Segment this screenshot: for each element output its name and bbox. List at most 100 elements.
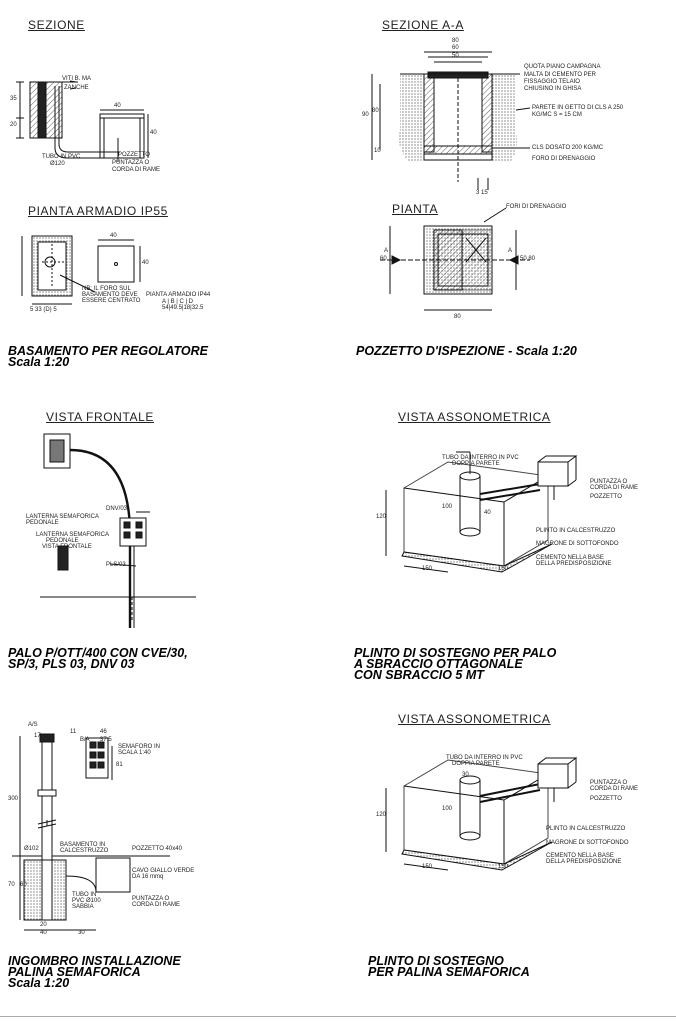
dim-100: 100 <box>442 504 453 510</box>
label-foro: FORO DI DRENAGGIO <box>532 156 596 162</box>
label-armadio-ip44: PIANTA ARMADIO IP44 <box>146 292 211 298</box>
dim-3-15: 3 15 <box>476 190 488 196</box>
label-puntazza-1: PUNTAZZA O <box>132 896 170 902</box>
caption-plinto-palo: PLINTO DI SOSTEGNO PER PALO A SBRACCIO O… <box>354 646 557 682</box>
dim-30: 30 <box>78 930 85 936</box>
dim-150-a: 150 <box>422 864 433 870</box>
label-lanterna-vf-2: PEDONALE <box>46 538 79 544</box>
label-puntazza-2: CORDA DI RAME <box>132 902 181 908</box>
label-magrone: MAGRONE DI SOTTOFONDO <box>536 541 619 547</box>
palina-drawing <box>12 734 170 930</box>
dim-81: 81 <box>116 762 123 768</box>
label-puntazza: PUNTAZZA O <box>590 479 628 485</box>
dim-40-side: 40 <box>150 130 157 136</box>
label-nb-1: NB: IL FORO SUL <box>82 286 131 292</box>
dim-35: 35 <box>10 96 17 102</box>
label-cavo-1: CAVO GIALLO VERDE <box>132 868 195 874</box>
label-plinto-cls: PLINTO IN CALCESTRUZZO <box>536 528 616 534</box>
label-as: A/S <box>28 722 38 728</box>
label-fori: FORI DI DRENAGGIO <box>506 204 567 210</box>
label-cls: CLS DOSATO 200 KG/MC <box>532 145 604 151</box>
dim-100: 100 <box>442 806 453 812</box>
label-abcd: A | B | C | D <box>162 299 194 305</box>
dim-150-a: 150 <box>422 566 433 572</box>
caption-pozzetto: POZZETTO D'ISPEZIONE - Scala 1:20 <box>356 344 577 358</box>
label-malta-1: MALTA DI CEMENTO PER <box>524 72 597 78</box>
view-title-vista-frontale: VISTA FRONTALE <box>46 410 154 424</box>
dim-70: 70 <box>8 882 15 888</box>
label-magrone: MAGRONE DI SOTTOFONDO <box>546 840 629 846</box>
label-quota: QUOTA PIANO CAMPAGNA <box>524 64 601 70</box>
label-cemento-1: CEMENTO NELLA BASE <box>546 853 614 859</box>
label-cavo-2: DA 16 mmq <box>132 874 164 880</box>
label-puntazza: PUNTAZZA O <box>112 160 150 166</box>
label-corda: CORDA DI RAME <box>590 786 639 792</box>
label-tubo-interro-1: TUBO DA INTERRO IN PVC <box>446 755 523 761</box>
label-d102: Ø102 <box>24 846 39 852</box>
label-parete-1: PARETE IN GETTO DI CLS A 250 <box>532 105 624 111</box>
dim-150-b: 150 <box>498 566 509 572</box>
label-lanterna-ped-1: LANTERNA SEMAFORICA <box>26 514 100 520</box>
dim-plan-80: 80 <box>454 314 461 320</box>
label-basamento-2: CALCESTRUZZO <box>60 848 109 854</box>
dim-40-top: 40 <box>114 103 121 109</box>
label-pozzetto: POZZETTO <box>118 152 150 158</box>
plinto-palina-axon-drawing <box>386 758 576 870</box>
view-title-sezione-aa: SEZIONE A-A <box>382 18 464 32</box>
dim-46: 46 <box>100 729 107 735</box>
palo-front-drawing <box>40 434 196 628</box>
caption-palina: INGOMBRO INSTALLAZIONE PALINA SEMAFORICA… <box>8 954 181 990</box>
dim-40: 40 <box>40 930 47 936</box>
basamento-plan-drawing <box>22 236 140 304</box>
label-plinto-cls: PLINTO IN CALCESTRUZZO <box>546 826 626 832</box>
label-corda: CORDA DI RAME <box>112 167 161 173</box>
label-nb-3: ESSERE CENTRATO <box>82 298 141 304</box>
view-title-sezione: SEZIONE <box>28 18 85 32</box>
dim-11: 11 <box>70 729 77 735</box>
label-zanche: ZANCHE <box>64 85 89 91</box>
dim-40-plan-top: 40 <box>110 233 117 239</box>
dim-50: 50 <box>452 53 459 59</box>
label-nb-2: BASAMENTO DEVE <box>82 292 138 298</box>
dim-120: 120 <box>376 514 387 520</box>
label-corda: CORDA DI RAME <box>590 485 639 491</box>
view-title-vista-assonometrica-1: VISTA ASSONOMETRICA <box>398 410 551 424</box>
label-lanterna-vf-1: LANTERNA SEMAFORICA <box>36 532 110 538</box>
dim-30: 30 <box>462 772 469 778</box>
dim-plan-50-80: 50 80 <box>520 256 536 262</box>
label-cemento-2: DELLA PREDISPOSIZIONE <box>536 561 612 567</box>
plan-section-mark-a-left: A <box>384 248 389 254</box>
label-parete-2: KG/MC S = 15 CM <box>532 112 582 118</box>
dim-ba: B/A <box>80 737 90 743</box>
dim-37-5: 37.5 <box>100 737 112 743</box>
label-pozzetto: POZZETTO <box>590 494 622 500</box>
label-tubo-diam: Ø120 <box>50 161 65 167</box>
pozzetto-plan-drawing <box>380 208 530 310</box>
label-basamento-1: BASAMENTO IN <box>60 842 106 848</box>
label-tubo-interro-2: DOPPIA PARETE <box>452 461 500 467</box>
label-semaforo-2: SCALA 1:40 <box>118 750 151 756</box>
plan-section-mark-a-right: A <box>508 248 513 254</box>
dim-40: 40 <box>484 510 491 516</box>
label-tubo-pvc: TUBO IN PVC <box>42 154 81 160</box>
label-cemento-2: DELLA PREDISPOSIZIONE <box>546 859 622 865</box>
dim-80: 80 <box>452 38 459 44</box>
label-bottom-dims: 5 33 (D) 5 <box>30 307 57 313</box>
dim-20: 20 <box>10 122 17 128</box>
basamento-section-drawing <box>16 81 148 162</box>
label-pozzetto: POZZETTO <box>590 796 622 802</box>
label-viti: VITI B. MA <box>62 76 92 82</box>
label-pozzetto-40x40: POZZETTO 40x40 <box>132 846 182 852</box>
label-chiusino: CHIUSINO IN GHISA <box>524 86 582 92</box>
label-lanterna-vf-3: VISTA FRONTALE <box>42 544 92 550</box>
dim-300: 300 <box>8 796 19 802</box>
dim-40-plan-side: 40 <box>142 260 149 266</box>
dim-17: 17 <box>34 733 41 739</box>
label-pls: PLS/03 <box>106 562 126 568</box>
dim-60: 60 <box>452 45 459 51</box>
dim-120: 120 <box>376 812 387 818</box>
label-tubo-2: PVC Ø100 <box>72 898 101 904</box>
dim-10: 10 <box>374 148 381 154</box>
label-semaforo-1: SEMAFORO IN <box>118 744 161 750</box>
